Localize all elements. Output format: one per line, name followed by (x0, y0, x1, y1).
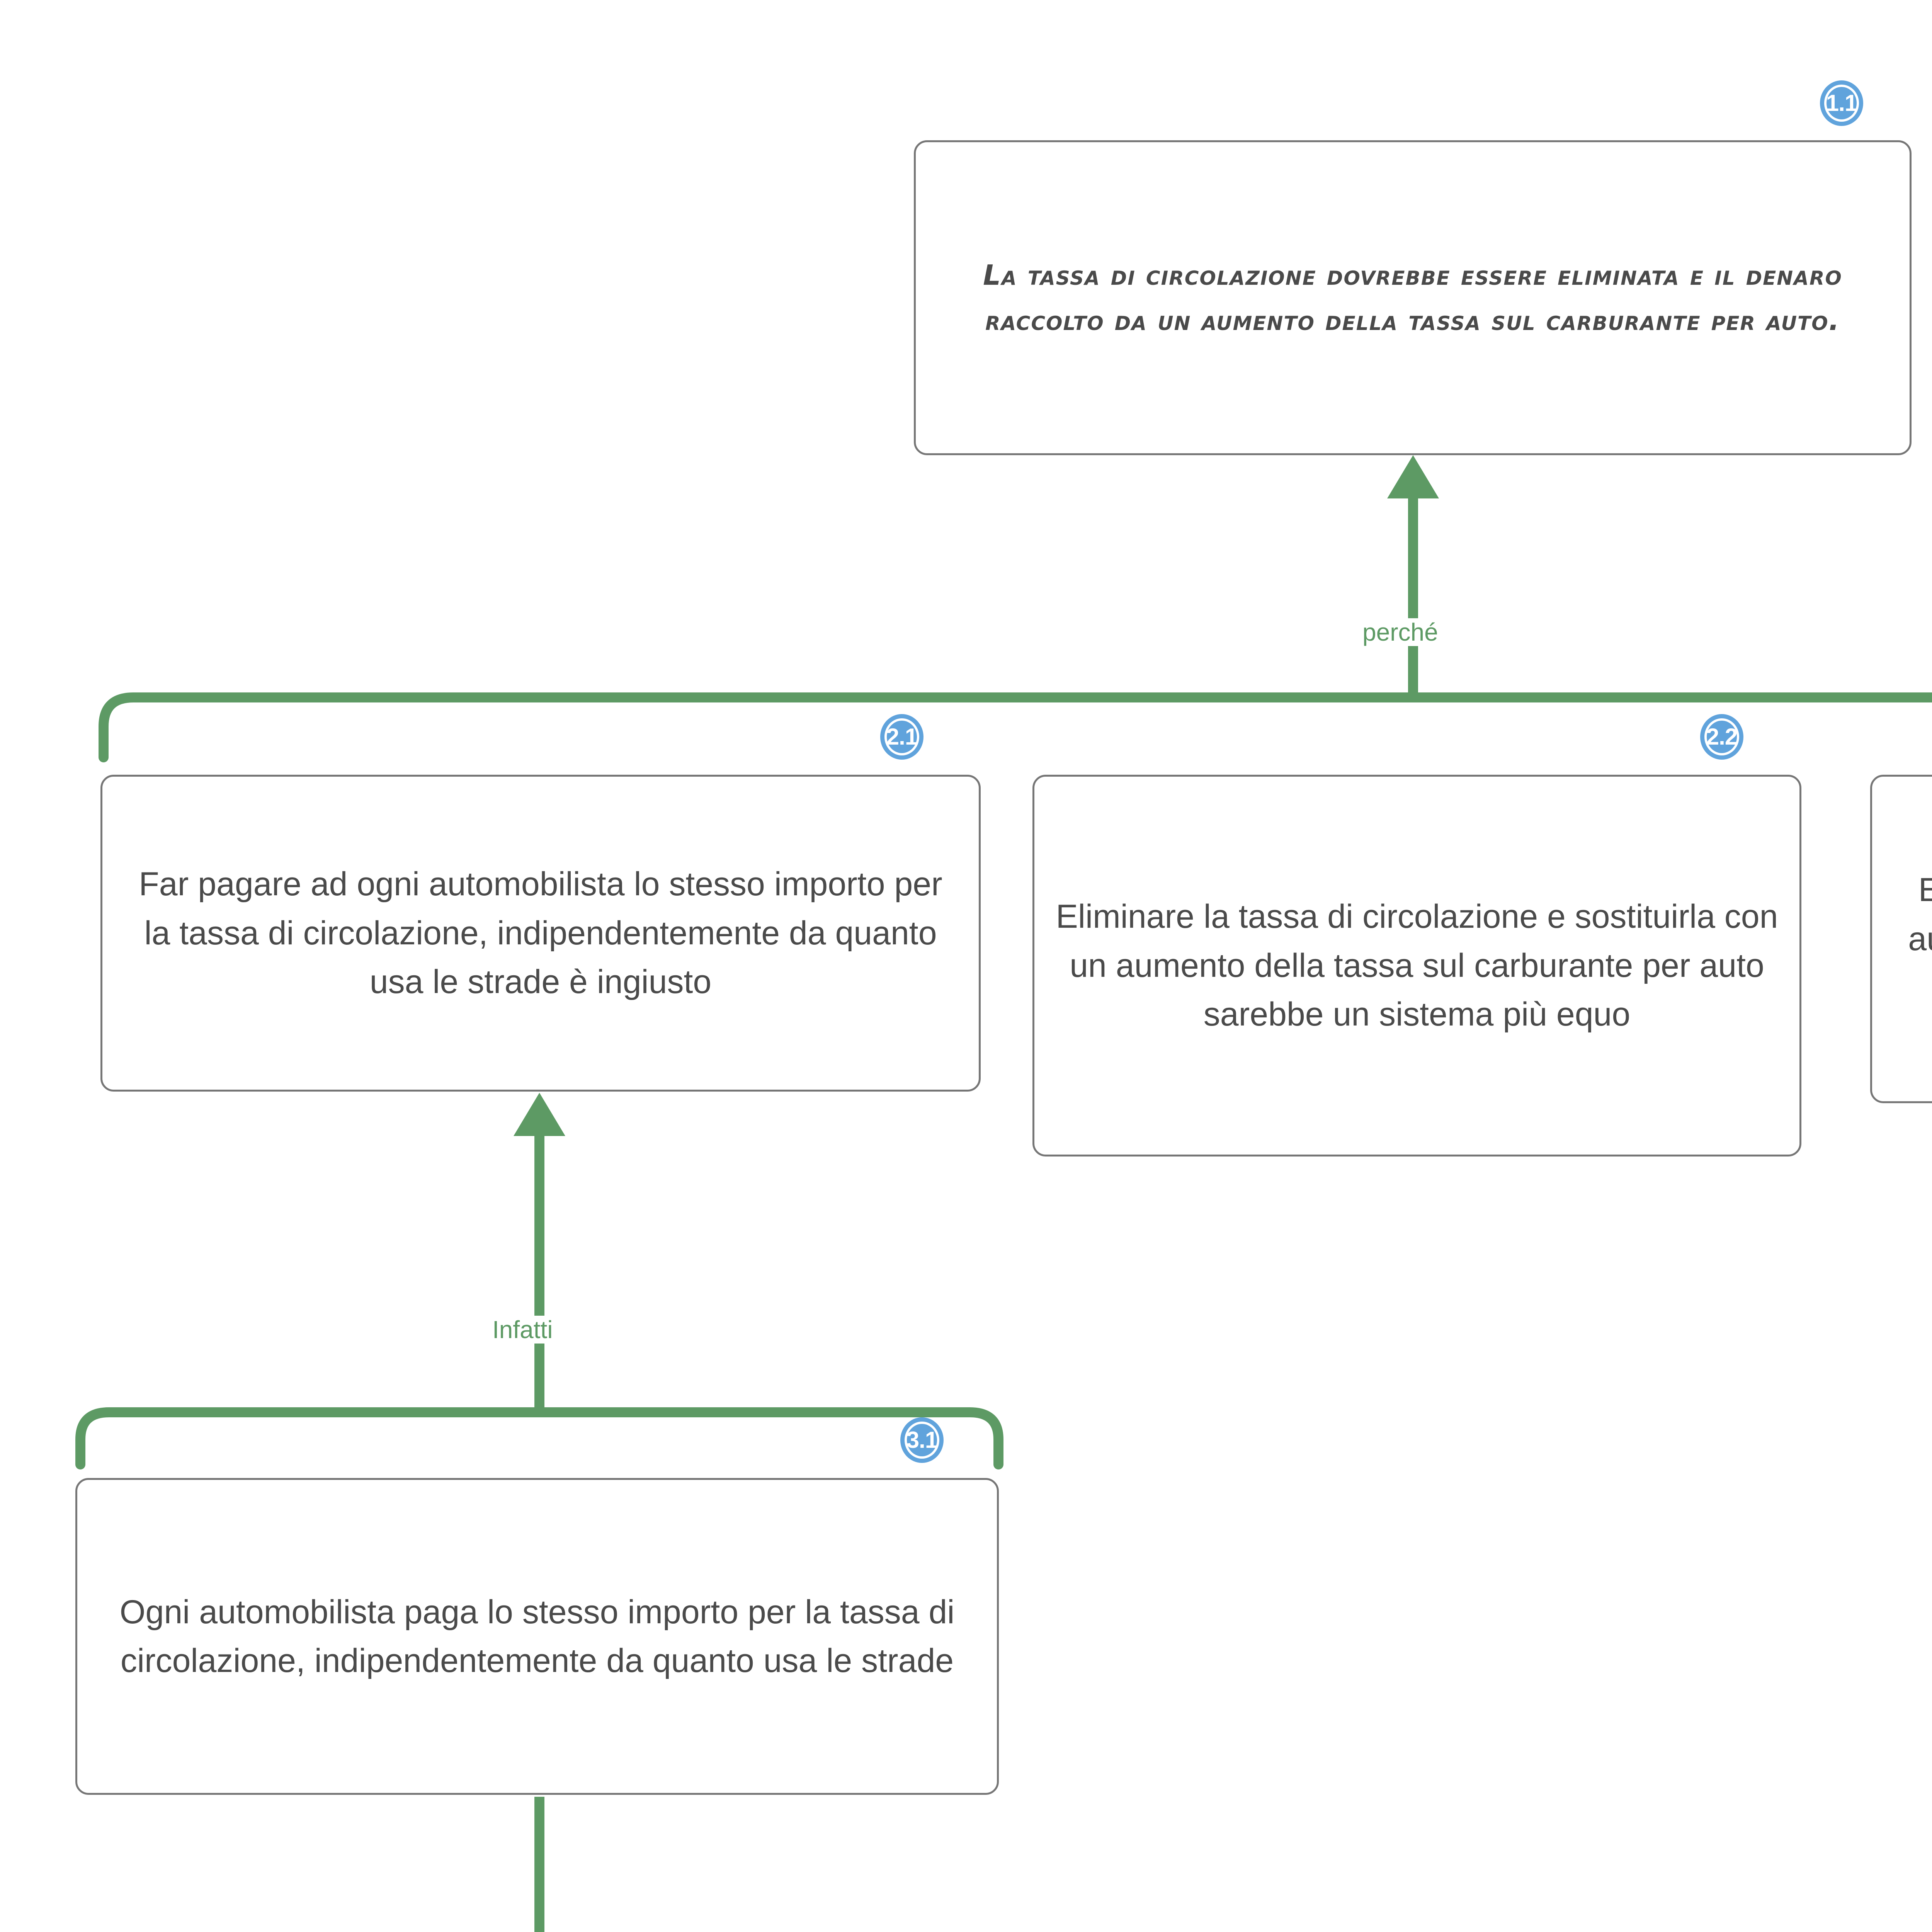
badge-2-1[interactable]: 2.1 (880, 714, 923, 760)
node-2-3[interactable]: Eliminare la tassa di circolazione e sos… (1870, 775, 1932, 1103)
node-3-1-text: Ogni automobilista paga lo stesso import… (119, 1593, 955, 1679)
edge-label-perche: perché (1356, 618, 1444, 646)
badge-2-2[interactable]: 2.2 (1700, 714, 1743, 760)
bracket-level-3 (75, 1407, 1003, 1469)
node-2-1[interactable]: Far pagare ad ogni automobilista lo stes… (100, 775, 981, 1092)
badge-3-1-label: 3.1 (906, 1427, 938, 1453)
node-2-1-text: Far pagare ad ogni automobilista lo stes… (139, 866, 942, 1001)
node-2-2[interactable]: Eliminare la tassa di circolazione e sos… (1032, 775, 1801, 1156)
arrow-perche-head (1387, 455, 1439, 498)
arrow-infatti-head (514, 1093, 565, 1136)
node-3-1[interactable]: Ogni automobilista paga lo stesso import… (75, 1478, 999, 1795)
node-2-2-text: Eliminare la tassa di circolazione e sos… (1056, 898, 1778, 1033)
badge-1-1-label: 1.1 (1826, 90, 1857, 116)
badge-1-1[interactable]: 1.1 (1820, 80, 1863, 126)
node-2-3-text: Eliminare la tassa di circolazione e sos… (1908, 871, 1932, 957)
node-1-1-text: La tassa di circolazione dovrebbe essere… (983, 259, 1842, 337)
badge-3-1[interactable]: 3.1 (900, 1417, 944, 1463)
node-1-1[interactable]: La tassa di circolazione dovrebbe essere… (914, 140, 1912, 455)
badge-2-2-label: 2.2 (1706, 724, 1738, 750)
badge-2-1-label: 2.1 (886, 724, 918, 750)
edge-label-infatti: Infatti (486, 1316, 559, 1344)
bracket-level-2 (99, 692, 1932, 762)
